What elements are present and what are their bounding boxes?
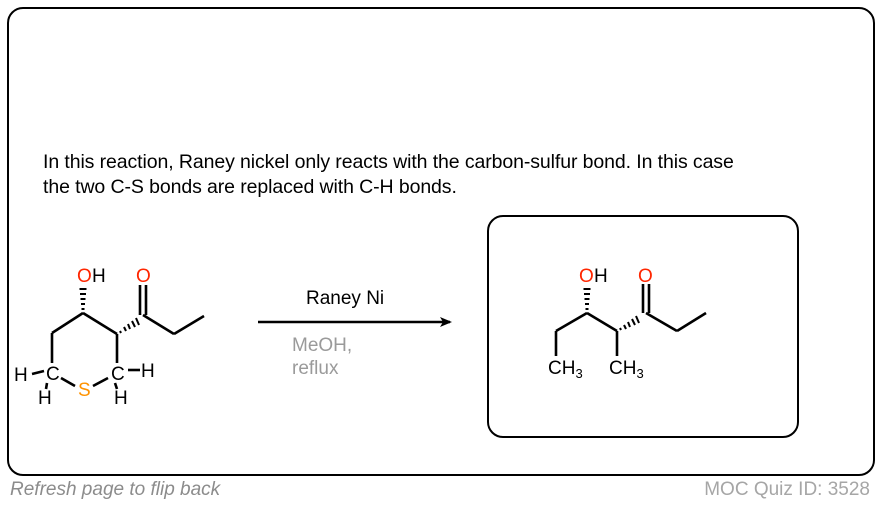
product-hash-wedge-acyl [619,315,640,331]
reactant-oxygen-hydroxyl: O [77,266,92,287]
bond-ch2-ch3 [173,314,205,336]
bond-carbonyl-ch2 [142,313,175,336]
bond-c5-h-left [31,369,45,376]
bond-c3-c4 [51,311,84,335]
reagent-label: Raney Ni [306,288,385,309]
bond-s-c1 [92,376,109,388]
product-ch3-right: CH3 [609,358,644,381]
bond-ch2-ch3-right [676,311,707,333]
reactant-oxygen-carbonyl: O [136,266,151,287]
explanation-line-2: the two C-S bonds are replaced with C-H … [43,176,457,198]
product-hash-wedge-oh [583,288,591,310]
bond-c1-h-below [113,382,119,390]
bond-choh-chme [586,311,618,333]
bond-c3-c2 [82,311,118,336]
bond-choh-ch2 [555,311,588,333]
reactant-hydrogen-right-below: H [114,388,128,409]
reactant-carbon-left: C [46,364,60,385]
product-hydrogen-hydroxyl: H [594,266,608,287]
reactant-hydrogen-left: H [14,365,28,386]
explanation-text: In this reaction, Raney nickel only reac… [43,150,863,200]
reactant-hydrogen-right: H [141,361,155,382]
reactant-hydrogen-hydroxyl: H [92,266,106,287]
product-ch3-left: CH3 [548,358,583,381]
bond-c5-h-below [44,382,49,390]
quiz-id: MOC Quiz ID: 3528 [704,479,870,500]
product-atom-labels: O H O CH3 CH3 [548,266,653,381]
product-answer-box [487,215,799,438]
product-oxygen-hydroxyl: O [579,266,594,287]
explanation-line-1: In this reaction, Raney nickel only reac… [43,151,734,173]
conditions-line-2: reflux [292,358,339,379]
bond-carbonyl-ch2 [645,311,678,333]
conditions-line-1: MeOH, [292,335,353,356]
reactant-hydrogen-left-below: H [38,388,52,409]
flashcard-back[interactable] [7,7,875,476]
reactant-hash-wedge-oh [79,288,87,310]
reactant-carbon-right: C [111,364,125,385]
reactant-atom-labels: O H O C C S H H H H [14,266,155,409]
reactant-sulfur: S [78,380,91,401]
product-molecule [554,284,707,356]
conditions-label: MeOH, reflux [292,334,352,380]
reactant-molecule [31,285,205,390]
bond-c5-s [60,376,76,388]
product-oxygen-carbonyl: O [638,266,653,287]
reactant-hash-wedge-acyl [119,317,140,334]
flip-back-hint: Refresh page to flip back [10,479,221,500]
